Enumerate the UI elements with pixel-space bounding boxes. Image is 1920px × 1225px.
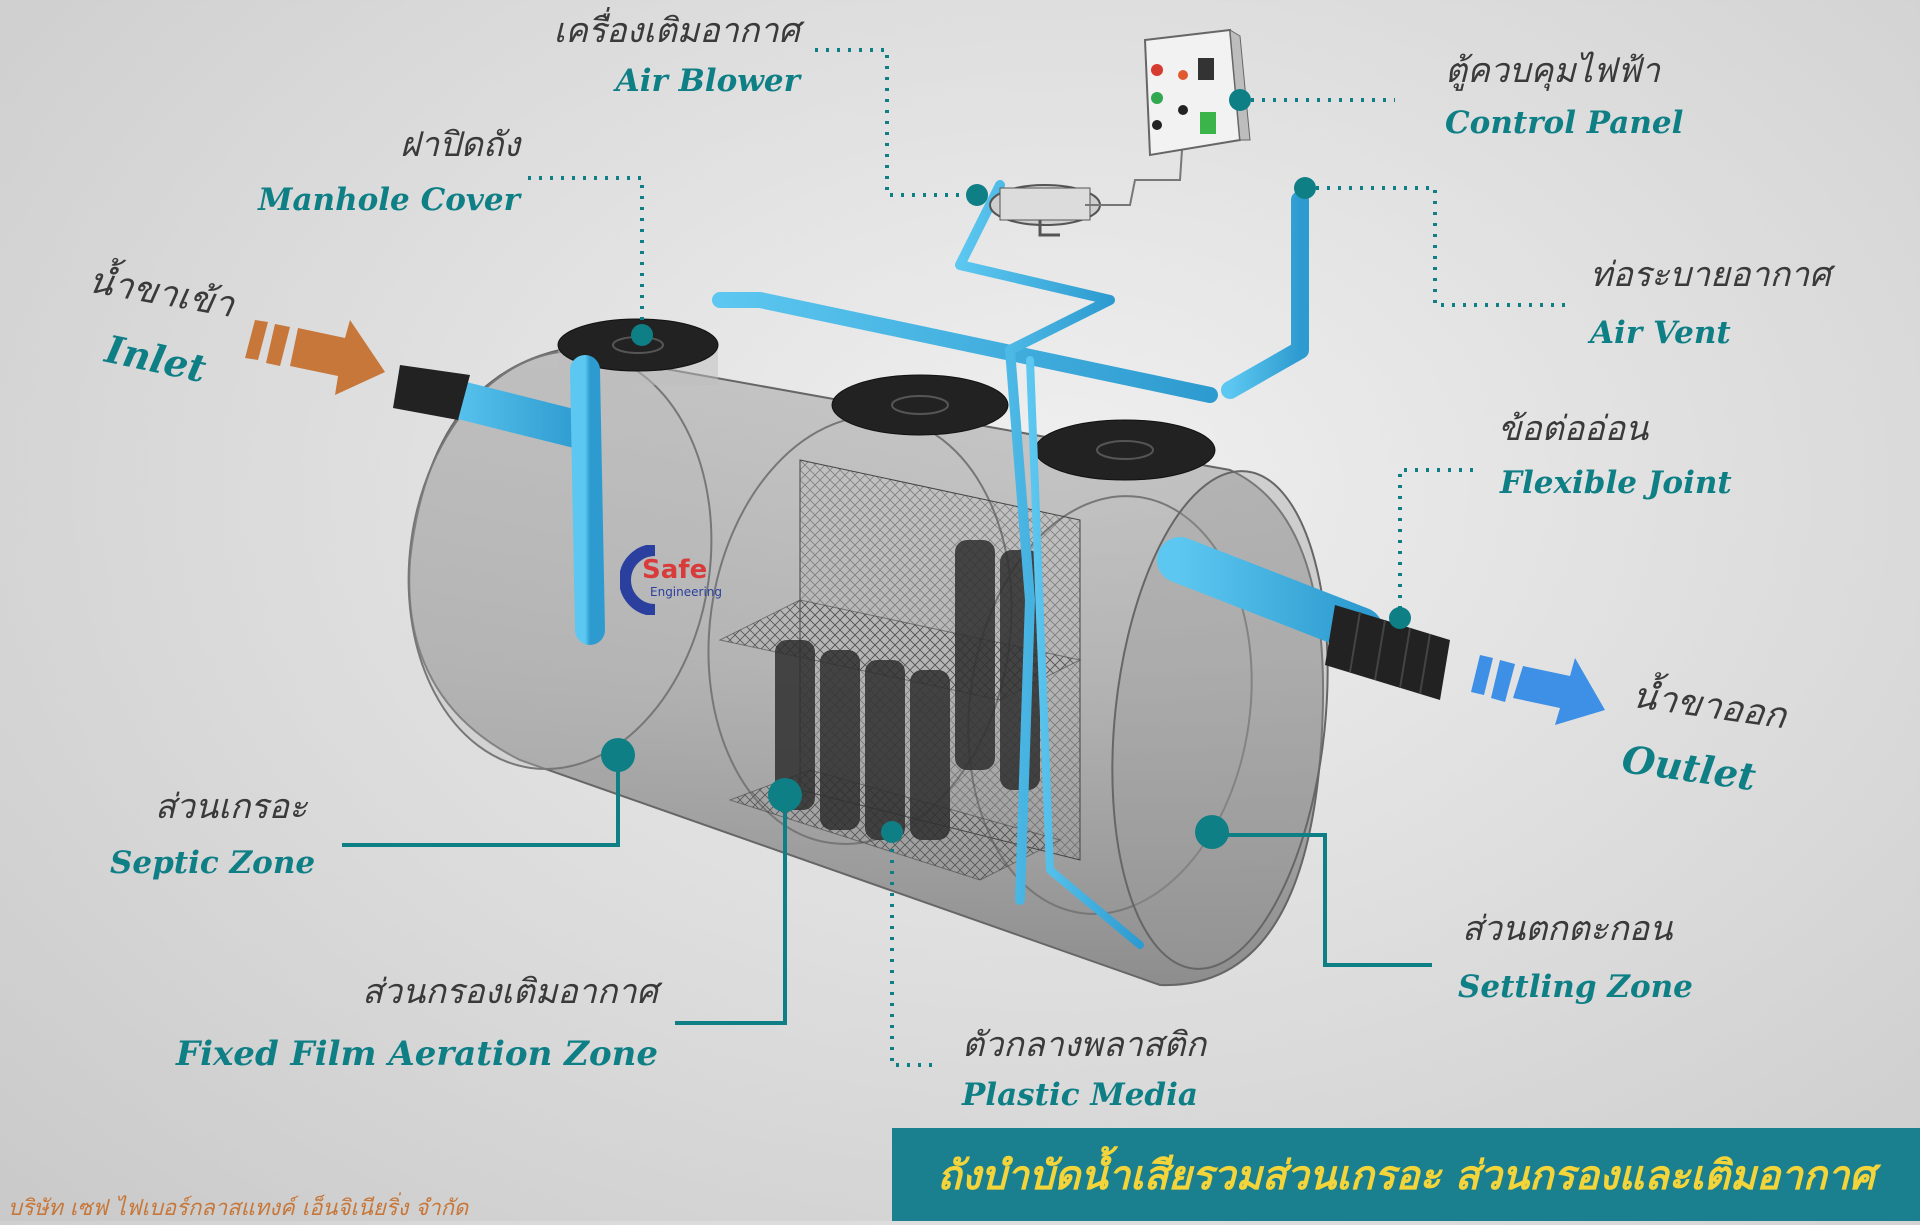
aeration-zone-label-th: ส่วนกรองเติมอากาศ [362,972,658,1012]
settling-zone-label-th: ส่วนตกตะกอน [1462,909,1673,949]
air-vent-label-en: Air Vent [1590,315,1731,351]
air-vent-label-th: ท่อระบายอากาศ [1590,255,1831,295]
safe-engineering-logo: Safe Engineering [619,544,735,619]
leader-lines [342,48,1565,1067]
control-panel-label-th: ตู้ควบคุมไฟฟ้า [1445,51,1660,91]
logo-word: Safe [642,555,708,585]
control-panel [1143,28,1251,157]
septic-zone-label-th: ส่วนเกรอะ [155,787,308,827]
logo-sub: Engineering [650,585,722,599]
flexible-joint-label-en: Flexible Joint [1500,465,1732,501]
settling-zone-label-en: Settling Zone [1458,969,1693,1005]
plastic-media-block [718,459,1082,881]
diagram-title: ถังบำบัดน้ำเสียรวมส่วนเกรอะ ส่วนกรองและเ… [937,1152,1875,1199]
control-panel-label-en: Control Panel [1445,105,1684,141]
flexible-joints [393,365,1450,700]
piping [421,180,1383,949]
air-blower-label-en: Air Blower [615,63,800,99]
aeration-zone-label-en: Fixed Film Aeration Zone [175,1034,658,1074]
outlet-arrow-graphic [1471,655,1605,725]
air-blower [989,149,1183,237]
inlet-arrow-graphic [245,320,385,395]
air-blower-label-th: เครื่องเติมอากาศ [553,11,800,51]
manhole-cover-label-th: ฝาปิดถัง [400,125,520,165]
company-name: บริษัท เซฟ ไฟเบอร์กลาสแทงค์ เอ็นจิเนียริ… [8,1196,469,1221]
manhole-cover-label-en: Manhole Cover [258,182,520,218]
plastic-media-label-th: ตัวกลางพลาสติก [962,1025,1207,1065]
plastic-media-label-en: Plastic Media [962,1077,1198,1113]
septic-zone-label-en: Septic Zone [110,845,316,881]
gear-icon [619,544,656,616]
title-banner: ถังบำบัดน้ำเสียรวมส่วนเกรอะ ส่วนกรองและเ… [892,1128,1920,1221]
leader-dots [601,89,1411,849]
flexible-joint-label-th: ข้อต่ออ่อน [1498,409,1649,449]
